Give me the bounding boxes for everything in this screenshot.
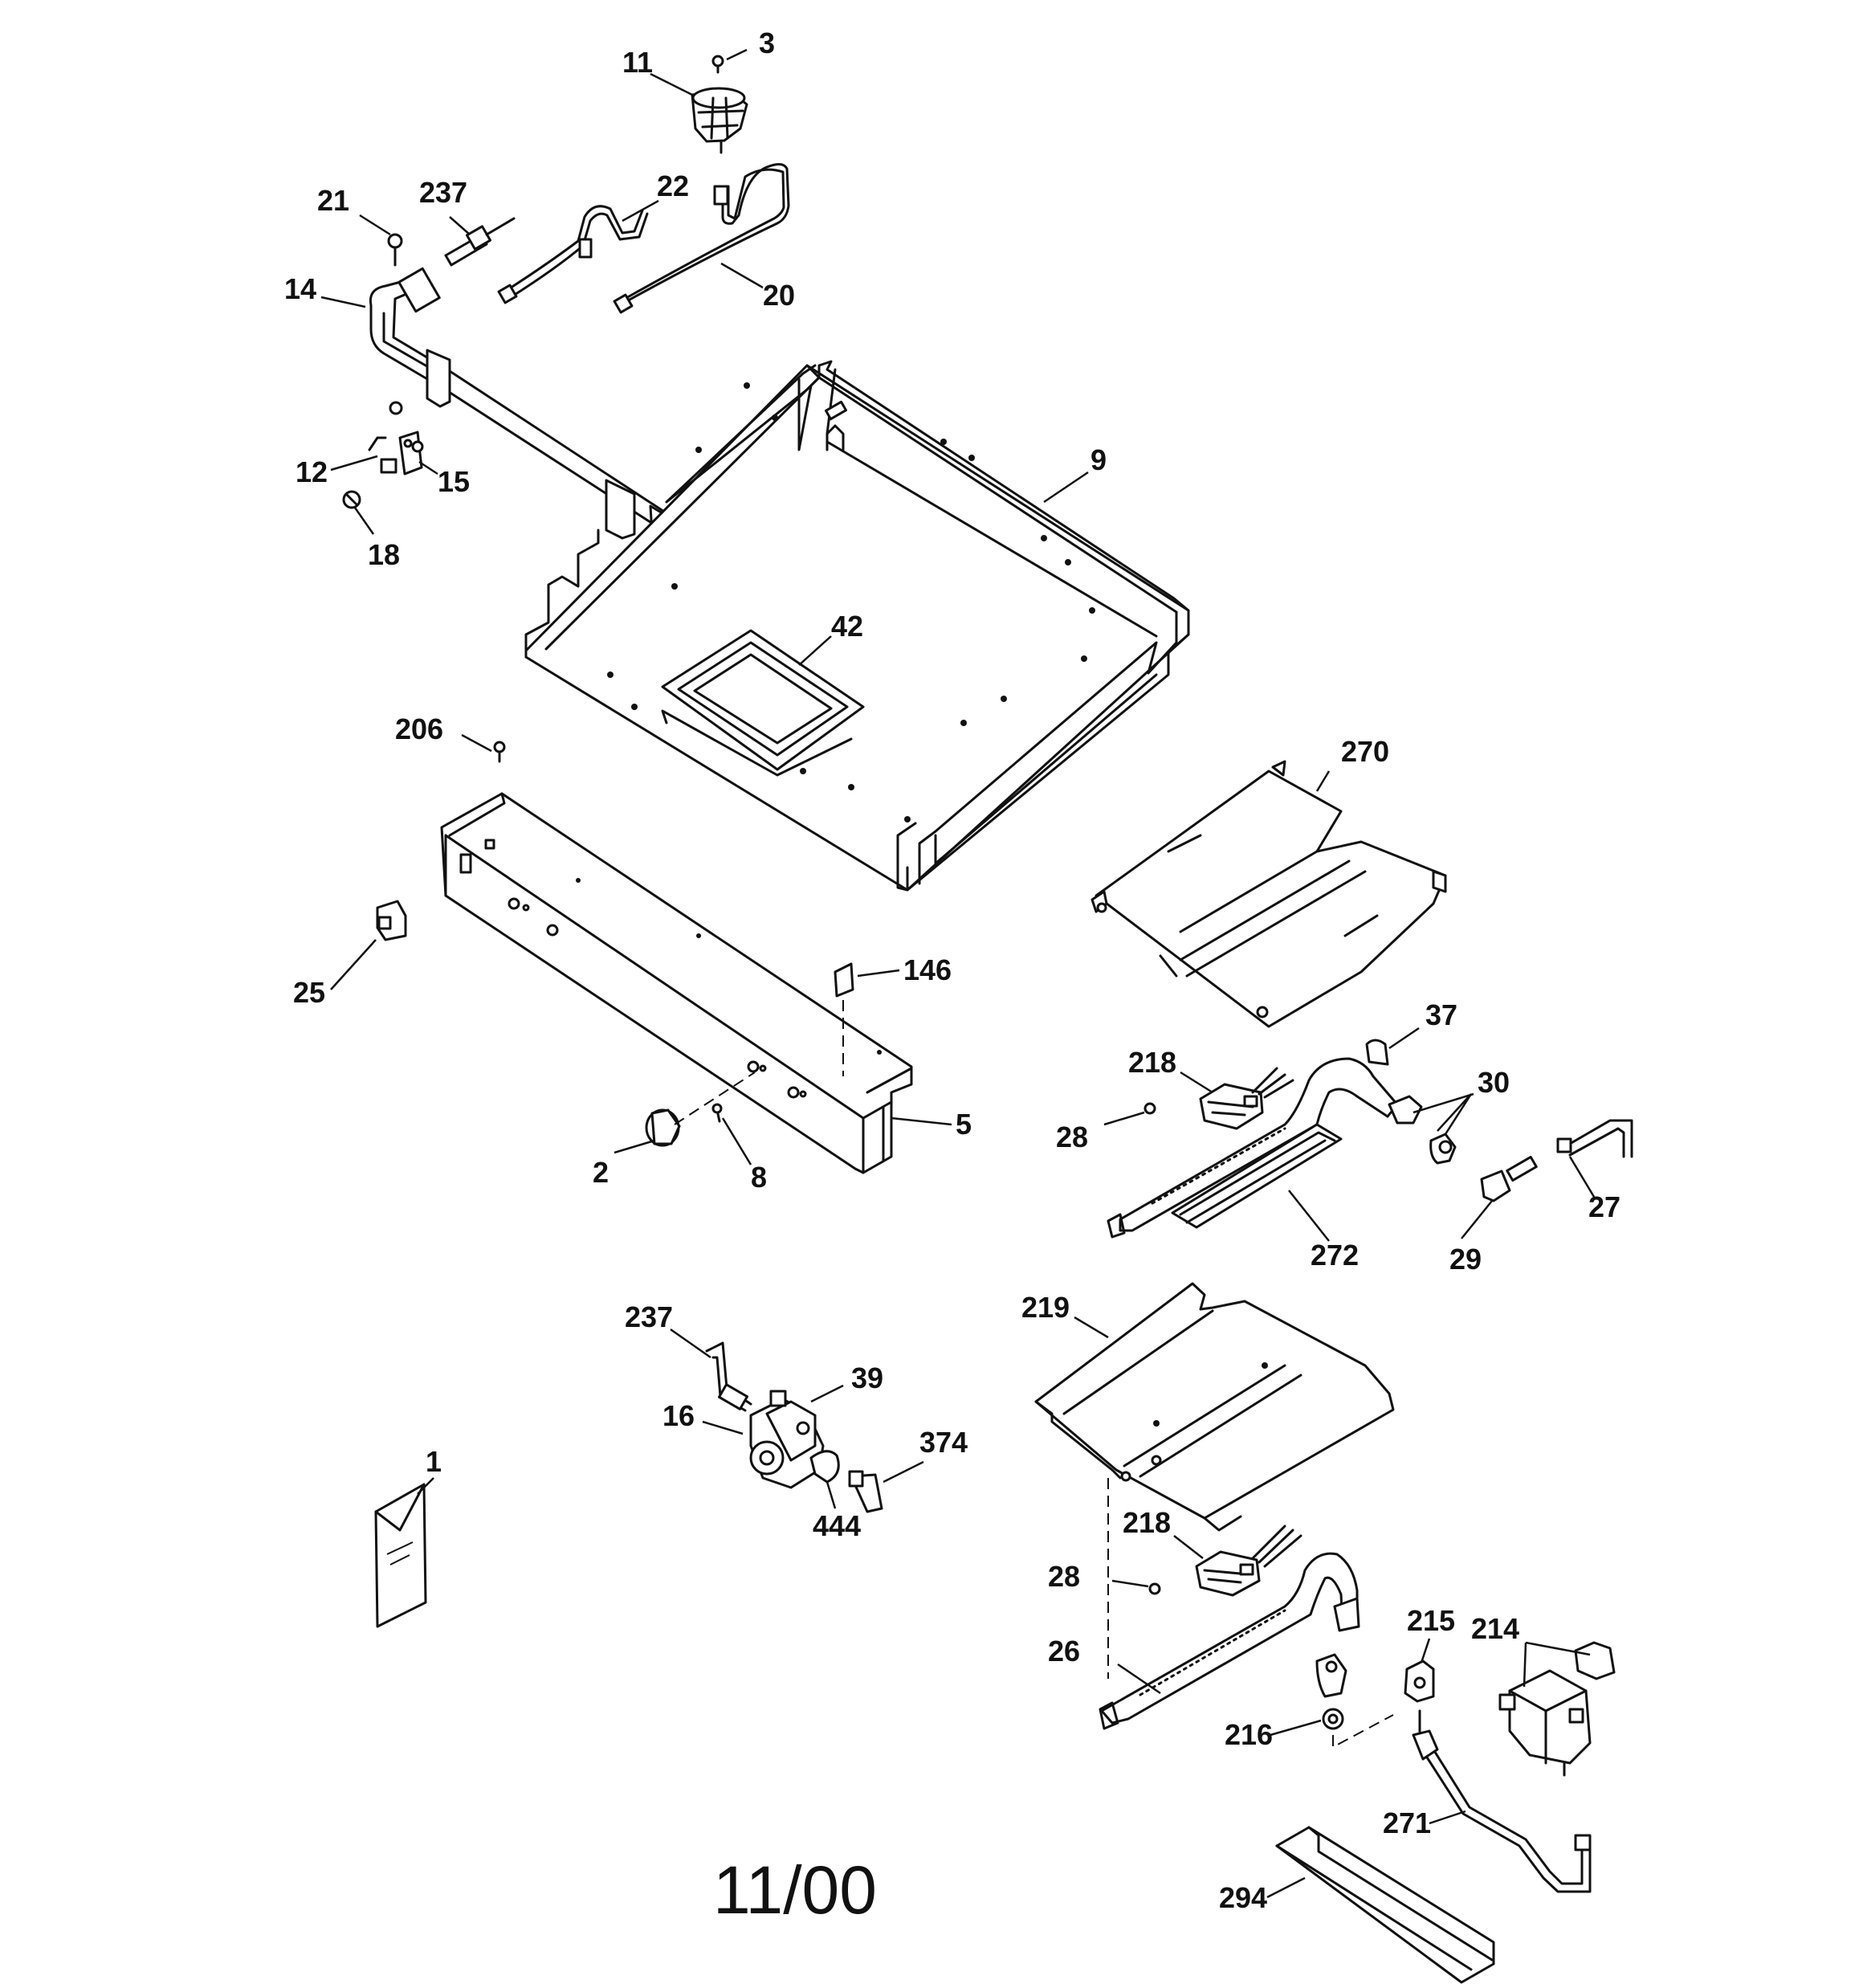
label-1: 1 [426,1445,442,1478]
label-28-upper: 28 [1056,1121,1088,1153]
label-218-lower: 218 [1123,1506,1171,1539]
burner-tube-26 [1099,1552,1360,1730]
knob-2 [645,1108,681,1147]
label-444: 444 [813,1509,861,1542]
bracket-37 [1365,1039,1389,1066]
regulator-39 [749,1390,840,1489]
label-271: 271 [1383,1806,1431,1839]
label-26: 26 [1048,1635,1080,1668]
label-21: 21 [317,184,349,217]
valve-214 [1498,1669,1592,1777]
label-25: 25 [293,976,325,1009]
diagram-date: 11/00 [713,1852,877,1928]
orifice-29 [1480,1155,1538,1202]
screw-206 [493,741,506,763]
bracket-214 [1574,1641,1616,1680]
label-20: 20 [763,279,795,312]
label-237-top: 237 [419,176,467,209]
label-29: 29 [1449,1243,1482,1276]
spreader-272 [1171,1123,1343,1229]
tube-22 [504,205,644,292]
label-42: 42 [831,610,863,643]
label-215: 215 [1407,1604,1455,1637]
leader-lines [320,48,1596,1899]
tube-20 [621,163,790,305]
burner-head [691,55,748,154]
label-270: 270 [1341,735,1389,768]
label-294: 294 [1219,1881,1267,1914]
label-9: 9 [1090,443,1107,476]
label-12: 12 [296,455,328,488]
label-206: 206 [395,712,443,745]
label-216: 216 [1225,1718,1273,1751]
fitting-374 [848,1470,883,1513]
switch-25 [376,900,407,941]
screw-8 [711,1103,723,1123]
bracket-215 [1404,1659,1435,1703]
label-218-upper: 218 [1128,1046,1176,1079]
label-30: 30 [1478,1066,1510,1099]
label-374: 374 [919,1426,968,1459]
manifold-14 [369,267,684,548]
fitting-237-top [444,217,516,267]
tube-237-lower [705,1341,752,1412]
literature-1 [374,1483,427,1628]
clip-28-upper [1143,1102,1156,1115]
label-11: 11 [622,46,653,79]
tube-271 [1412,1709,1592,1893]
valve-12-15 [368,431,424,476]
tube-27 [1556,1119,1633,1158]
label-8: 8 [751,1161,767,1194]
label-237-lower: 237 [625,1300,673,1333]
label-219: 219 [1021,1291,1070,1324]
igniter-218-upper [1199,1067,1294,1130]
label-39: 39 [851,1361,883,1394]
label-16: 16 [662,1399,695,1432]
label-272: 272 [1311,1239,1359,1272]
screw-21 [387,233,403,267]
clip-146 [834,962,854,1076]
label-28-lower: 28 [1048,1560,1080,1593]
orifice-holder-lower [1315,1653,1347,1698]
label-37: 37 [1425,998,1457,1031]
orifice-30 [1388,1095,1457,1165]
label-146: 146 [903,953,952,986]
label-3: 3 [759,27,775,59]
igniter-218-lower [1195,1525,1302,1597]
label-27: 27 [1588,1190,1620,1223]
bracket-294 [1275,1826,1495,1984]
part-labels: 3 11 21 237 22 14 20 12 15 18 9 42 206 2… [284,27,1620,1914]
shield-270 [1090,760,1447,1028]
label-18: 18 [368,538,400,571]
label-5: 5 [956,1108,972,1141]
label-2: 2 [593,1156,609,1189]
plate-42 [661,629,865,777]
burner-tube-upper [1107,1057,1399,1239]
label-22: 22 [657,169,689,202]
label-214: 214 [1471,1612,1519,1645]
label-15: 15 [438,465,470,498]
burner-pan-9 [524,360,1190,892]
clip-28-lower [1148,1582,1161,1595]
manifold-panel-5 [440,792,913,1174]
label-14: 14 [284,272,316,305]
shield-219 [1034,1282,1395,1532]
